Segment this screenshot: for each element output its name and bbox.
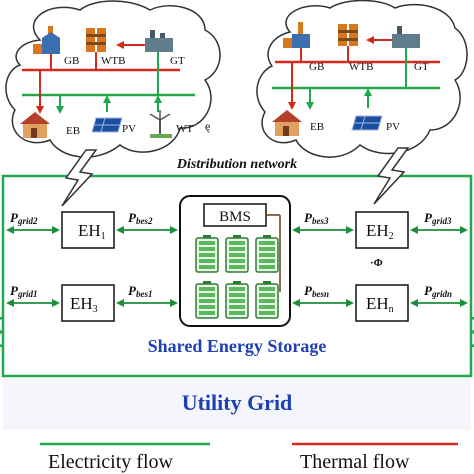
right-gb-label: GB — [309, 61, 324, 73]
system-frame — [1, 174, 473, 378]
ehn-main: EH — [366, 294, 389, 313]
battery-icon — [225, 235, 249, 273]
right-cloud: GB WTB GT EB PV — [256, 0, 468, 158]
eh3-sub: 3 — [93, 304, 98, 315]
battery-array — [195, 235, 279, 319]
utility-grid-label: Utility Grid — [182, 390, 293, 415]
eb-house-icon — [272, 110, 302, 136]
right-gt-label: GT — [414, 61, 429, 73]
eh2-box: EH2 — [355, 211, 409, 249]
svg-text:EH1: EH1 — [78, 221, 106, 242]
eh2-sub: 2 — [389, 231, 394, 242]
p-grid2-label: Pgrid2 — [10, 210, 38, 226]
shared-storage-box: BMS — [179, 195, 291, 327]
gb-factory-icon — [283, 22, 310, 48]
distribution-network-label: Distribution network — [176, 157, 297, 172]
svg-text:EH3: EH3 — [70, 294, 98, 315]
battery-icon — [195, 281, 219, 319]
p-gridn-label: Pgridn — [424, 283, 452, 299]
right-wtb-label: WTB — [349, 61, 373, 73]
p-bes2-label: Pbes2 — [128, 210, 153, 226]
bms-label: BMS — [219, 209, 251, 225]
legend-electricity-label: Electricity flow — [48, 451, 174, 473]
legend: Electricity flow Thermal flow — [40, 442, 458, 473]
lightning-icon — [373, 147, 410, 205]
eh1-box: EH1 — [61, 211, 115, 249]
gb-factory-icon — [33, 26, 60, 54]
battery-icon — [195, 235, 219, 273]
legend-thermal-label: Thermal flow — [300, 451, 410, 473]
power-arrows — [6, 226, 468, 307]
p-grid3-label: Pgrid3 — [424, 210, 452, 226]
left-wt-label: WT — [176, 123, 193, 135]
svg-text:EH2: EH2 — [366, 221, 394, 242]
left-grid-coil-icon — [0, 316, 4, 348]
wt-wind-turbine-icon — [149, 110, 172, 138]
left-gb-label: GB — [64, 55, 79, 67]
gt-gas-turbine-icon — [145, 30, 173, 52]
p-bes1-label: Pbes1 — [128, 283, 152, 299]
right-pv-label: PV — [386, 121, 400, 133]
pv-solar-panel-icon — [351, 115, 383, 131]
left-gt-label: GT — [170, 55, 185, 67]
dots-mark: ·Φ — [370, 257, 383, 269]
ehn-box: EHn — [355, 284, 409, 322]
ehn-sub: n — [389, 304, 394, 315]
battery-icon — [225, 281, 249, 319]
p-grid1-label: Pgrid1 — [10, 283, 37, 299]
gt-gas-turbine-icon — [392, 26, 420, 48]
wtb-boiler-icon — [338, 24, 358, 46]
left-cloud: GB WTB GT EB — [5, 0, 221, 158]
lightning-icon — [61, 149, 98, 207]
left-wtb-label: WTB — [101, 55, 125, 67]
shared-energy-storage-label: Shared Energy Storage — [148, 336, 327, 356]
eh3-main: EH — [70, 294, 93, 313]
p-bes3-label: Pbes3 — [304, 210, 329, 226]
eh3-box: EH3 — [61, 284, 115, 322]
p-besn-label: Pbesn — [304, 283, 329, 299]
pv-solar-panel-icon — [91, 117, 123, 133]
eh2-main: EH — [366, 221, 389, 240]
left-cloud-mark: ę — [205, 119, 210, 133]
right-grid-coil-icon — [470, 316, 474, 348]
utility-grid-band — [3, 378, 471, 430]
left-pv-label: PV — [122, 123, 136, 135]
left-eb-label: EB — [66, 125, 80, 137]
battery-icon — [255, 281, 279, 319]
eh1-sub: 1 — [101, 231, 106, 242]
svg-text:EHn: EHn — [366, 294, 394, 315]
eh1-main: EH — [78, 221, 101, 240]
battery-icon — [255, 235, 279, 273]
eb-house-icon — [20, 112, 50, 138]
right-eb-label: EB — [310, 121, 324, 133]
wtb-boiler-icon — [86, 28, 106, 52]
